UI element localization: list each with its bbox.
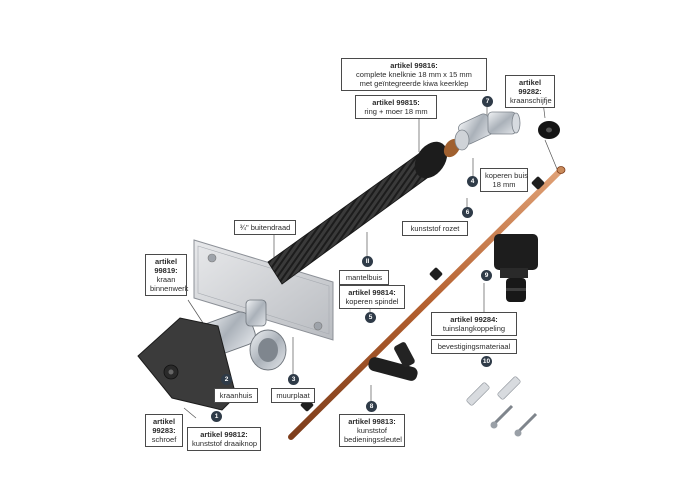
rozet xyxy=(414,141,448,179)
label-buitendraad: ¾" buitendraad xyxy=(234,220,296,235)
marker-6: 6 xyxy=(462,207,473,218)
marker-10: 10 xyxy=(481,356,492,367)
label-artikel-99819: artikel 99819: kraan binnenwerk xyxy=(145,254,188,296)
marker-2: 2 xyxy=(221,374,232,385)
label-artikel-99284: artikel 99284: tuinslangkoppeling xyxy=(431,312,517,336)
marker-11: II xyxy=(362,256,373,267)
label-artikel-99816: artikel 99816: complete knelknie 18 mm x… xyxy=(341,58,487,91)
hose-coupling xyxy=(494,234,538,302)
label-bevestigingsmateriaal: bevestigingsmateriaal xyxy=(431,339,517,354)
sleeve-tube xyxy=(267,149,439,285)
fixings xyxy=(466,376,538,437)
marker-8: 8 xyxy=(366,401,377,412)
label-muurplaat: muurplaat xyxy=(271,388,315,403)
copper-pipe xyxy=(288,167,564,440)
label-artikel-99815: artikel 99815: ring + moer 18 mm xyxy=(355,95,437,119)
operating-key xyxy=(368,342,418,381)
label-artikel-99283: artikel 99283: schroef xyxy=(145,414,183,447)
marker-1: 1 xyxy=(211,411,222,422)
marker-9: 9 xyxy=(481,270,492,281)
valve-body xyxy=(194,299,287,371)
marker-3: 3 xyxy=(288,374,299,385)
label-artikel-99812: artikel 99812: kunststof draaiknop xyxy=(187,427,261,451)
label-artikel-99282: artikel 99282: kraanschijfje xyxy=(505,75,555,108)
label-kunststof-rozet: kunststof rozet xyxy=(402,221,468,236)
label-kraanhuis: kraanhuis xyxy=(214,388,258,403)
label-mantelbuis: mantelbuis xyxy=(339,270,389,285)
marker-4: 4 xyxy=(467,176,478,187)
elbow-fitting xyxy=(454,111,521,151)
marker-5: 5 xyxy=(365,312,376,323)
marker-7: 7 xyxy=(482,96,493,107)
label-koperen-buis: koperen buis 18 mm xyxy=(480,168,528,192)
label-artikel-99814: artikel 99814: koperen spindel xyxy=(339,285,405,309)
label-artikel-99813: artikel 99813: kunststof bedieningssleut… xyxy=(339,414,405,447)
